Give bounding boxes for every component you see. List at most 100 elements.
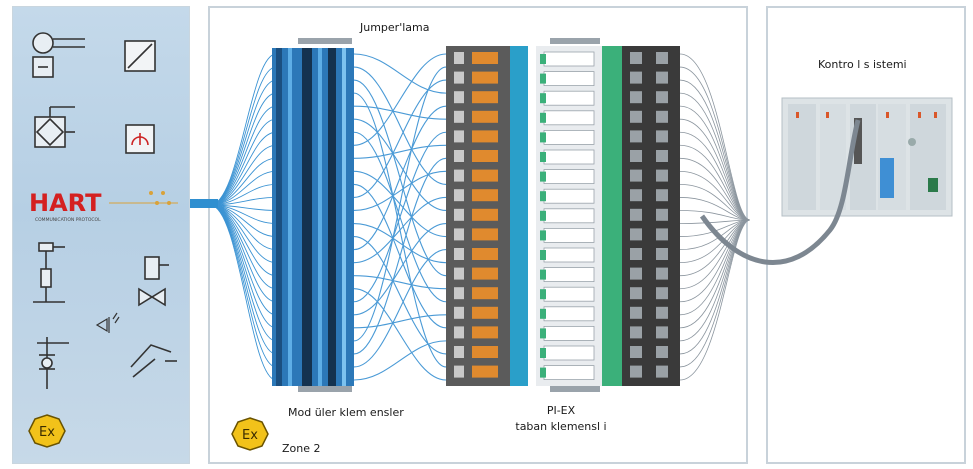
relay-contact [454, 346, 464, 358]
pi-ex-cell [543, 208, 595, 224]
relay-module [472, 130, 498, 143]
output-wire [679, 105, 750, 221]
input-wire [210, 66, 277, 206]
control-system-drawing [781, 97, 953, 217]
ex-badge-icon: Ex [28, 414, 66, 448]
relay-module [472, 248, 498, 260]
relay-contact [454, 150, 464, 162]
relay-module [472, 365, 498, 378]
input-wire [210, 131, 277, 206]
relay-module [472, 287, 498, 300]
modular-terminals-label: Mod üler klem ensler [288, 406, 404, 419]
jumper-wire [353, 236, 447, 355]
dark-terminal-cell [630, 52, 642, 64]
pi-ex-marker [540, 289, 546, 300]
dark-terminal-cell [656, 228, 668, 241]
relay-module [472, 71, 498, 84]
input-wire [210, 204, 277, 277]
terminal-stripe [328, 48, 336, 386]
hart-logo: HART COMMUNICATION PROTOCOL [29, 189, 178, 223]
dark-terminal-cell [630, 228, 642, 241]
control-system-label: Kontro l s istemi [818, 58, 907, 71]
pi-ex-marker [540, 191, 546, 202]
dark-terminal-cell [630, 248, 642, 260]
input-wire [210, 204, 277, 381]
terminal-stripe [302, 48, 312, 386]
jumper-wire [353, 105, 447, 120]
pi-ex-marker [540, 132, 546, 143]
relay-contact [454, 208, 464, 221]
dark-terminal-cell [656, 287, 668, 300]
relay-contact [454, 326, 464, 339]
input-wire [210, 157, 277, 206]
dark-terminal-cell [630, 169, 642, 182]
output-wire-fan [679, 53, 750, 381]
pi-ex-marker [540, 171, 546, 182]
jumper-wire [353, 222, 447, 316]
pi-ex-cell [543, 110, 595, 126]
pi-ex-label-line1: PI-EX [546, 404, 576, 417]
input-wire-fan [210, 53, 277, 381]
jumper-wire [353, 144, 447, 159]
modular-terminal-block [272, 38, 354, 392]
pi-ex-cell [543, 325, 595, 341]
relay-contact [454, 228, 464, 241]
relay-contact [454, 130, 464, 143]
dark-terminal-cell [656, 150, 668, 162]
jumper-wires [353, 53, 447, 381]
relay-block [446, 46, 528, 386]
control-system-panel: Kontro l s istemi [766, 6, 966, 464]
jumper-wire [353, 314, 447, 329]
pi-ex-cell [543, 149, 595, 165]
pi-ex-cell [543, 247, 595, 263]
zone-label: Zone 2 [282, 442, 321, 455]
relay-contact [454, 71, 464, 84]
thermocouple-icon [37, 337, 69, 389]
jumper-wire [353, 131, 447, 303]
output-wire [679, 219, 750, 342]
relay-module [472, 110, 498, 123]
output-wire [679, 92, 750, 221]
input-wire [210, 118, 277, 206]
dark-terminal-cell [630, 287, 642, 300]
dark-terminal-cell [656, 189, 668, 202]
dark-terminal-cell [656, 365, 668, 378]
dark-terminal-cell [630, 267, 642, 280]
pi-ex-cell [543, 365, 595, 381]
relay-contact [454, 267, 464, 280]
input-wire [210, 144, 277, 206]
dark-terminal-cell [656, 91, 668, 104]
relay-module [472, 150, 498, 162]
relay-module [472, 326, 498, 339]
jumper-wire [353, 53, 447, 146]
jumper-wire [353, 170, 447, 212]
pi-ex-cell [543, 345, 595, 361]
zone-2-panel: Ex Jumper'lama Mod üler klem ensler PI-E… [208, 6, 750, 464]
relay-contact [454, 169, 464, 182]
jumper-wire [353, 275, 447, 290]
jumper-wire [353, 288, 447, 381]
jumper-wire [353, 53, 447, 94]
jumper-wire [353, 66, 447, 342]
pi-ex-cell [543, 306, 595, 322]
relay-module [472, 306, 498, 319]
output-wire [679, 53, 750, 221]
pi-ex-base-block [536, 38, 680, 392]
valve-actuator-icon [138, 256, 169, 307]
jumper-wire [353, 118, 447, 212]
output-wire [679, 79, 750, 221]
jumper-wire [353, 157, 447, 355]
dark-terminal-cell [656, 267, 668, 280]
relay-module [472, 267, 498, 280]
ex-badge-text: Ex [39, 425, 55, 440]
pi-ex-marker [540, 348, 546, 358]
dark-terminal-cell [656, 71, 668, 84]
resistor-sensor-icon [95, 312, 120, 333]
pi-ex-cell [543, 188, 595, 204]
control-cabinet [781, 97, 953, 217]
pi-ex-marker [540, 210, 546, 221]
terminal-stripe [318, 48, 322, 386]
jumper-wire [353, 249, 447, 368]
pi-ex-cell [543, 90, 595, 106]
pi-ex-marker [540, 250, 546, 260]
